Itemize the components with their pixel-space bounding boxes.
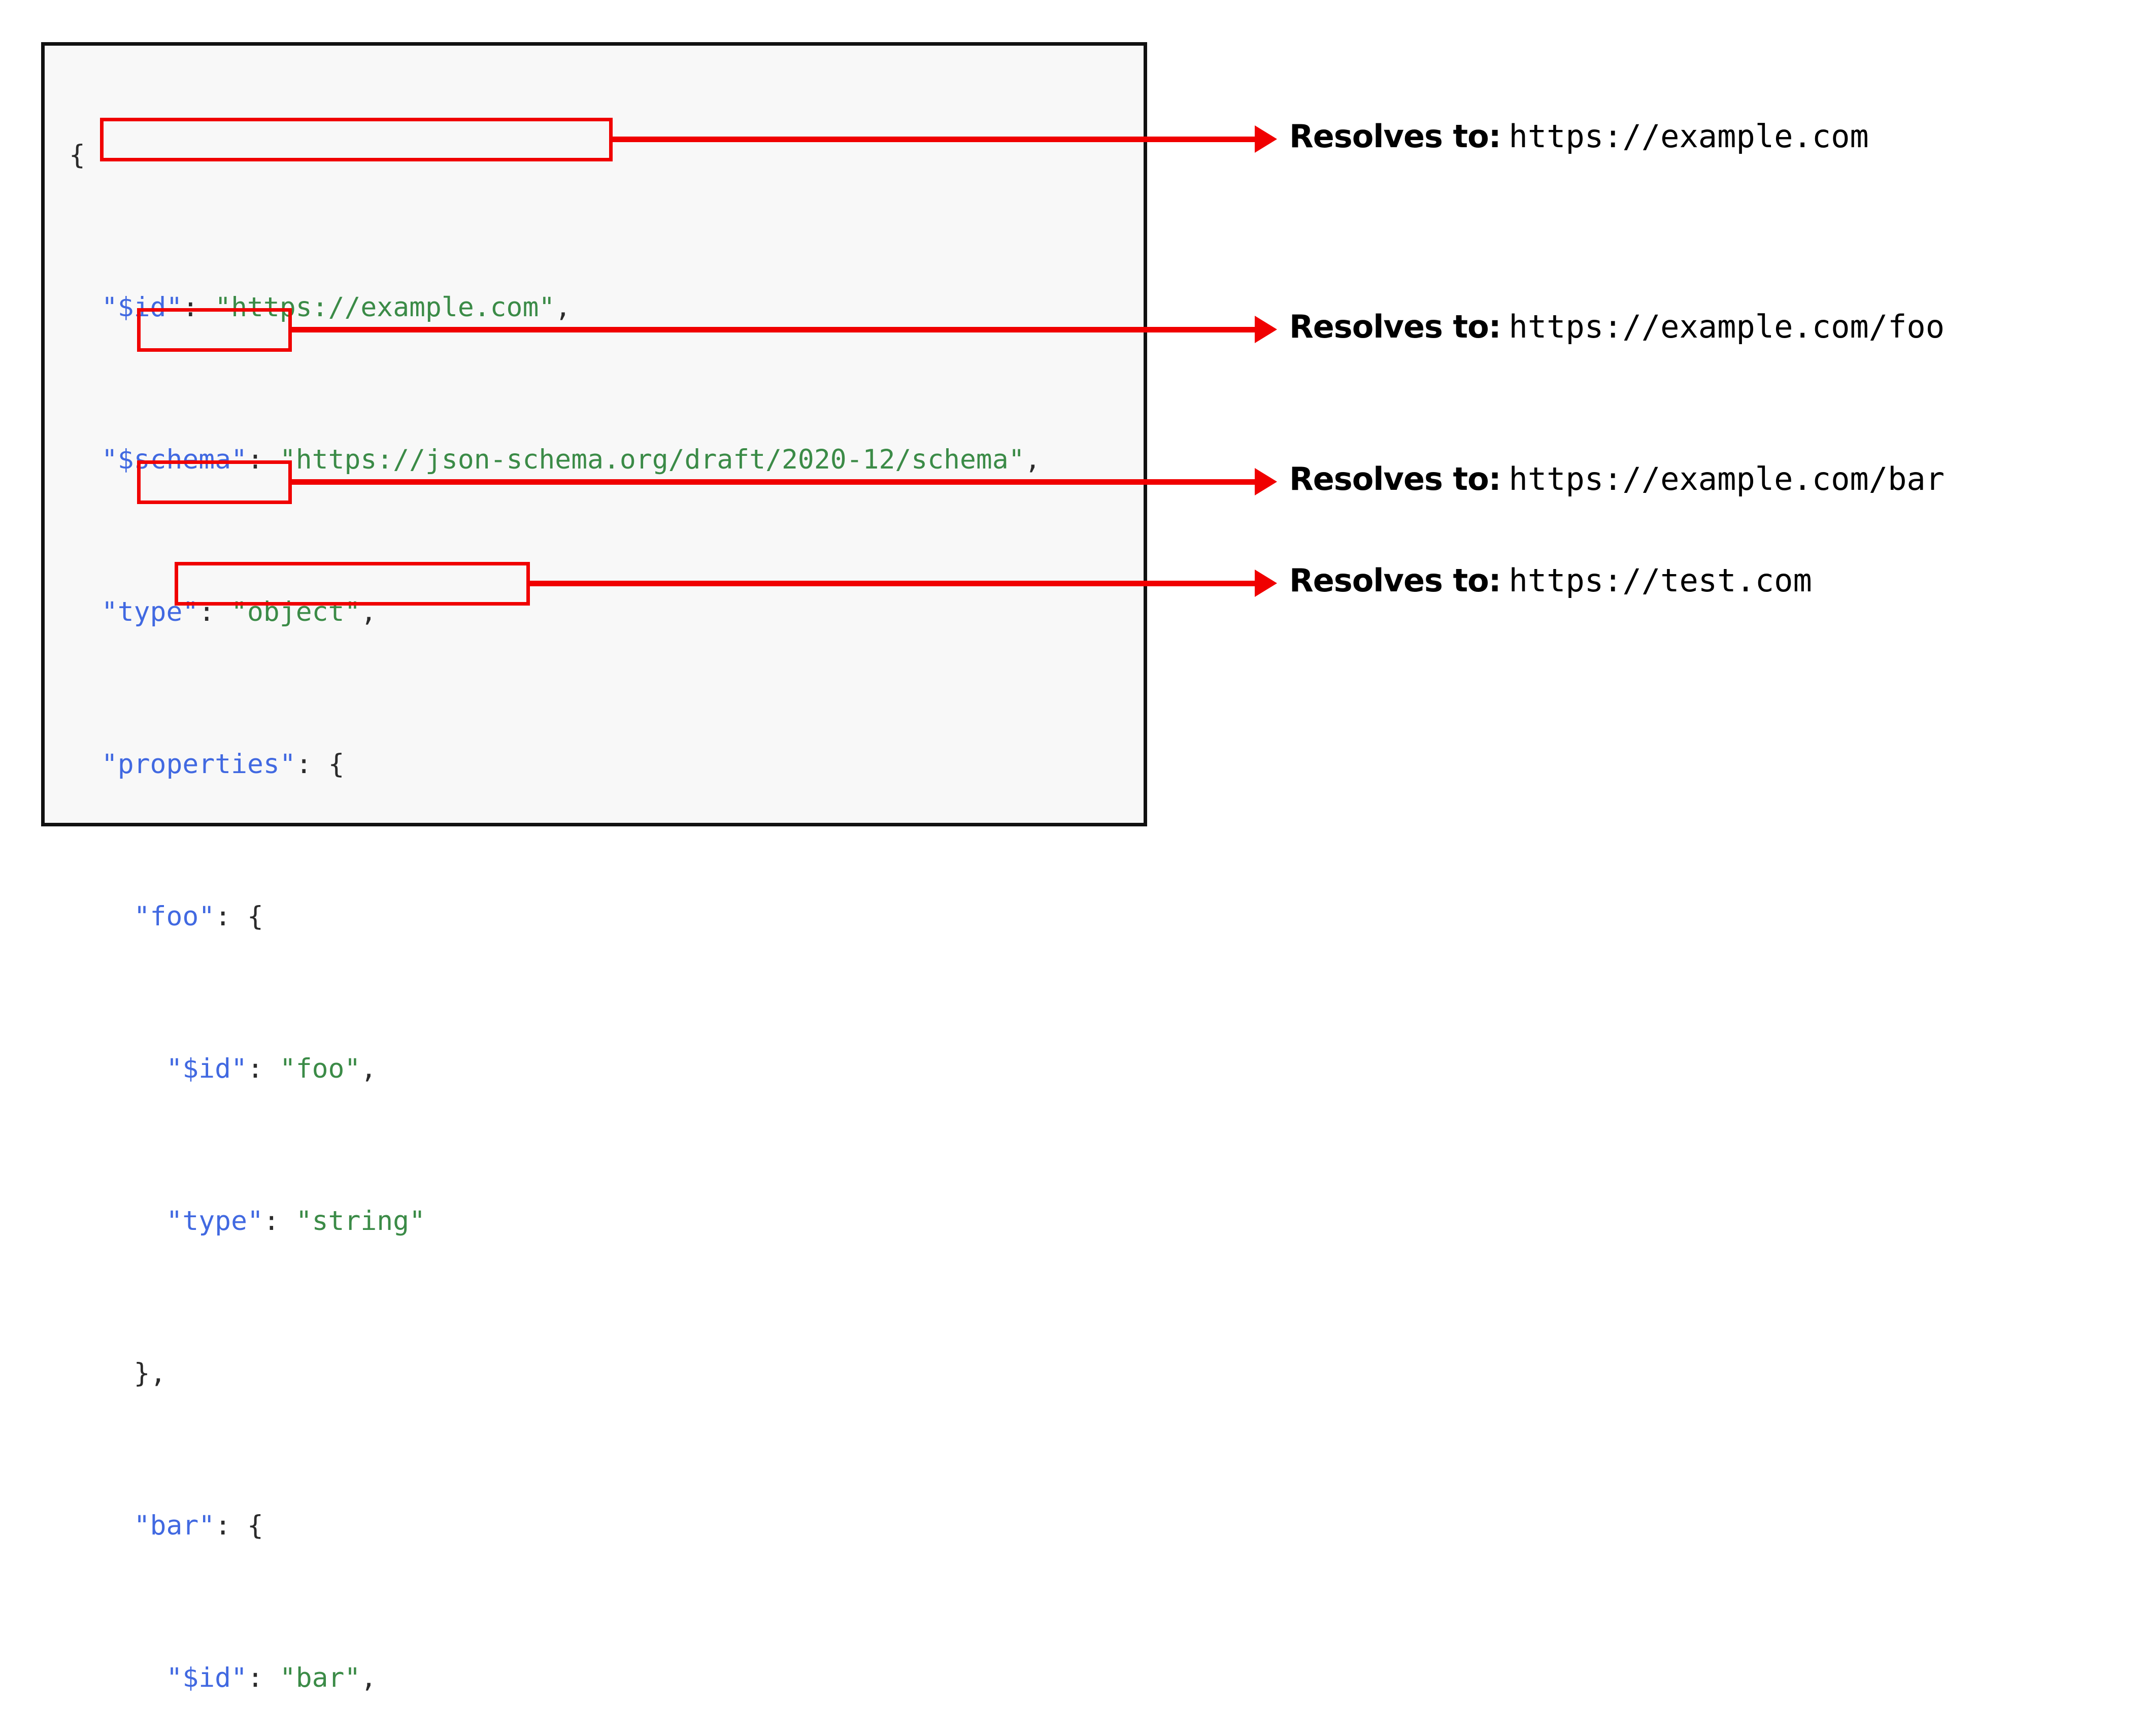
code-token-brace: { [328, 749, 345, 780]
code-token-comma: , [360, 596, 377, 627]
json-code-listing: { "$id": "https://example.com", "$schema… [69, 60, 1041, 1736]
resolution-row-1: Resolves to: https://example.com [1289, 118, 1869, 155]
code-token-colon: : [247, 1053, 280, 1084]
resolved-url: https://test.com [1509, 562, 1812, 599]
json-code-panel: { "$id": "https://example.com", "$schema… [41, 42, 1147, 1693]
code-line-5: "foo": { [69, 897, 1041, 936]
code-token-brace: } [133, 1358, 150, 1389]
code-line-7: "type": "string" [69, 1202, 1041, 1240]
code-token-key: "type" [101, 596, 199, 627]
resolution-row-3: Resolves to: https://example.com/bar [1289, 460, 1945, 497]
code-line-0: { [69, 136, 1041, 174]
code-token-key: "$id" [166, 1662, 247, 1693]
code-token-key: "$id" [166, 1053, 247, 1084]
resolves-to-label: Resolves to: [1289, 562, 1501, 599]
code-token-brace: { [247, 901, 263, 932]
arrow-line-1 [609, 137, 1259, 142]
code-token-comma: , [360, 1053, 377, 1084]
code-token-key: "type" [166, 1206, 263, 1237]
arrow-head-3 [1255, 468, 1277, 495]
resolved-url: https://example.com [1509, 118, 1869, 155]
arrow-head-1 [1255, 125, 1277, 153]
code-line-4: "properties": { [69, 745, 1041, 783]
code-line-2: "$schema": "https://json-schema.org/draf… [69, 441, 1041, 479]
resolves-to-label: Resolves to: [1289, 460, 1501, 497]
code-token-colon: : [247, 444, 280, 475]
code-token-brace: { [247, 1510, 263, 1541]
arrow-line-2 [289, 327, 1259, 332]
code-token-colon: : [263, 1206, 296, 1237]
arrow-head-4 [1255, 570, 1277, 597]
code-token-colon: : [215, 901, 248, 932]
code-token-colon: : [247, 1662, 280, 1693]
code-token-key: "$id" [101, 292, 183, 323]
code-line-1: "$id": "https://example.com", [69, 288, 1041, 326]
resolved-url: https://example.com/foo [1509, 308, 1945, 345]
resolves-to-label: Resolves to: [1289, 118, 1501, 155]
resolution-row-2: Resolves to: https://example.com/foo [1289, 308, 1945, 345]
code-token-key: "$schema" [101, 444, 248, 475]
arrow-line-3 [289, 479, 1259, 485]
code-line-6: "$id": "foo", [69, 1050, 1041, 1088]
code-line-3: "type": "object", [69, 593, 1041, 631]
arrow-head-2 [1255, 316, 1277, 343]
code-line-10: "$id": "bar", [69, 1659, 1041, 1697]
code-token-string: "object" [231, 596, 361, 627]
code-token-key: "foo" [133, 901, 215, 932]
code-token-colon: : [295, 749, 328, 780]
code-token-brace: { [69, 140, 85, 171]
code-token-colon: : [215, 1510, 248, 1541]
code-line-9: "bar": { [69, 1507, 1041, 1545]
code-token-comma: , [1024, 444, 1041, 475]
code-token-comma: , [555, 292, 572, 323]
code-token-comma: , [150, 1358, 166, 1389]
code-token-key: "bar" [133, 1510, 215, 1541]
resolves-to-label: Resolves to: [1289, 308, 1501, 345]
code-token-colon: : [182, 292, 215, 323]
code-token-key: "properties" [101, 749, 296, 780]
code-token-string: "foo" [279, 1053, 361, 1084]
code-token-string: "bar" [279, 1662, 361, 1693]
code-token-string: "https://json-schema.org/draft/2020-12/s… [279, 444, 1025, 475]
code-token-string: "string" [295, 1206, 426, 1237]
code-token-colon: : [198, 596, 231, 627]
code-token-string: "https://example.com" [215, 292, 555, 323]
code-token-comma: , [360, 1662, 377, 1693]
code-line-8: }, [69, 1354, 1041, 1392]
resolution-row-4: Resolves to: https://test.com [1289, 562, 1812, 599]
resolved-url: https://example.com/bar [1509, 460, 1945, 497]
arrow-line-4 [527, 581, 1259, 586]
